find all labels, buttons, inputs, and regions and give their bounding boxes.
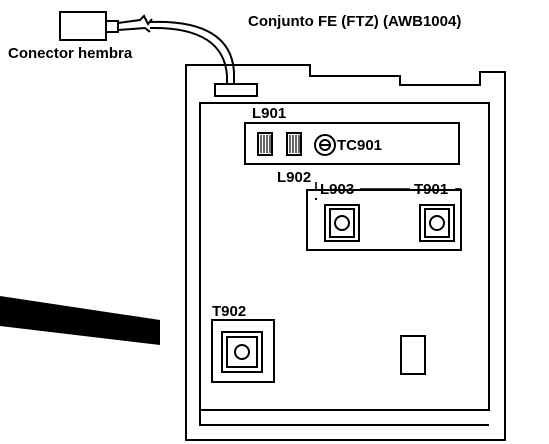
tuner-section-box <box>244 122 460 165</box>
t902-label: T902 <box>212 303 246 320</box>
alignment-tool-blade <box>0 296 160 345</box>
t902-can <box>221 331 263 373</box>
connector-body <box>59 11 107 41</box>
board-socket <box>214 83 258 97</box>
t902-box <box>211 319 275 383</box>
small-component <box>400 335 426 375</box>
inner-board-edge <box>199 410 489 426</box>
l903-t901-box <box>306 189 462 251</box>
connector-label: Conector hembra <box>8 45 133 62</box>
connector-collar <box>105 20 119 33</box>
board-outline <box>185 64 506 441</box>
l902-coil <box>286 132 302 156</box>
t901-can <box>419 204 455 242</box>
female-connector <box>59 11 153 41</box>
l901-coil <box>257 132 273 156</box>
l903-can <box>324 204 360 242</box>
connector-cable-inner <box>149 26 228 84</box>
tc901-label: TC901 <box>337 137 382 154</box>
cable-break-mark <box>117 14 153 26</box>
l902-label: L902 <box>277 169 311 186</box>
connector-cable <box>149 20 235 84</box>
l903-label: L903 <box>320 181 354 198</box>
l901-label: L901 <box>252 105 286 122</box>
assembly-label: Conjunto FE (FTZ) (AWB1004) <box>248 13 461 30</box>
cable-lower-line <box>117 26 151 33</box>
tc901-trimmer <box>314 134 336 156</box>
inner-board-outline <box>199 102 490 411</box>
t901-label: T901 <box>414 181 448 198</box>
